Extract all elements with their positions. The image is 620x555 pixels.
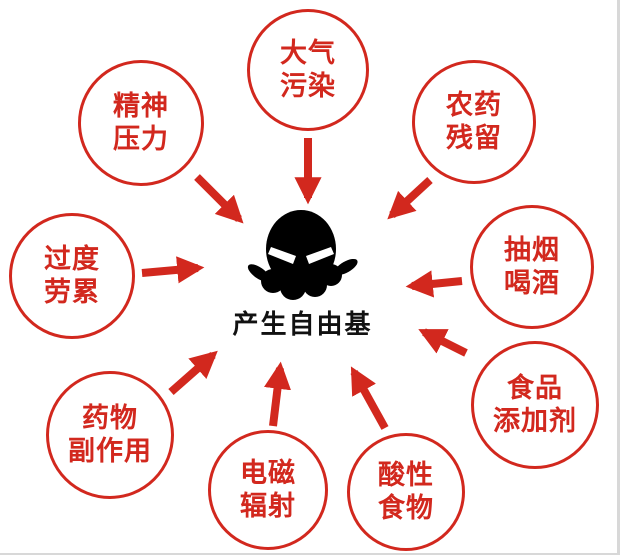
arrow-overwork (141, 256, 205, 284)
cause-circle-acidic-food: 酸性 食物 (347, 433, 465, 551)
cause-label-line: 劳累 (44, 277, 100, 307)
cause-label-line: 电磁 (240, 458, 296, 489)
cause-label-line: 残留 (446, 123, 502, 153)
arrow-electromagnetic-radiation (264, 361, 292, 427)
arrow-acidic-food (350, 366, 389, 430)
cause-label-line: 污染 (280, 71, 336, 101)
cause-circle-food-additives: 食品 添加剂 (471, 341, 599, 469)
arrow-smoking-drinking (405, 270, 463, 298)
cause-label-line: 添加剂 (493, 406, 577, 436)
cause-circle-overwork: 过度 劳累 (9, 213, 135, 339)
cause-label-line: 食物 (378, 493, 434, 523)
cause-circle-pesticide-residue: 农药 残留 (412, 60, 536, 184)
cause-label-line: 农药 (446, 90, 502, 121)
arrow-pesticide-residue (387, 177, 433, 220)
cause-label-line: 食品 (507, 373, 563, 404)
monster-right-eye (306, 247, 334, 264)
arrow-mental-stress (194, 174, 244, 224)
monster-left-eye (268, 247, 296, 264)
cause-label-line: 精神 (113, 91, 169, 122)
cause-label-line: 大气 (280, 38, 336, 69)
cause-label-line: 药物 (82, 403, 138, 434)
arrow-food-additives (418, 328, 468, 357)
arrow-drug-side-effects (168, 350, 218, 396)
cause-label-line: 压力 (113, 124, 169, 154)
cause-circle-smoking-drinking: 抽烟 喝酒 (470, 205, 594, 329)
cause-label-line: 副作用 (68, 436, 152, 466)
center-caption: 产生自由基 (232, 309, 373, 339)
cause-label-line: 抽烟 (504, 235, 560, 266)
cause-circle-mental-stress: 精神 压力 (78, 60, 204, 186)
cause-label-line: 辐射 (240, 491, 296, 521)
cause-circle-drug-side-effects: 药物 副作用 (46, 371, 174, 499)
cause-circle-electromagnetic-radiation: 电磁 辐射 (208, 430, 328, 550)
cause-label-line: 过度 (44, 244, 100, 275)
cause-circle-air-pollution: 大气 污染 (247, 9, 369, 131)
angry-blob-monster-icon (247, 210, 358, 300)
cause-label-line: 酸性 (378, 460, 434, 491)
cause-label-line: 喝酒 (504, 268, 560, 298)
